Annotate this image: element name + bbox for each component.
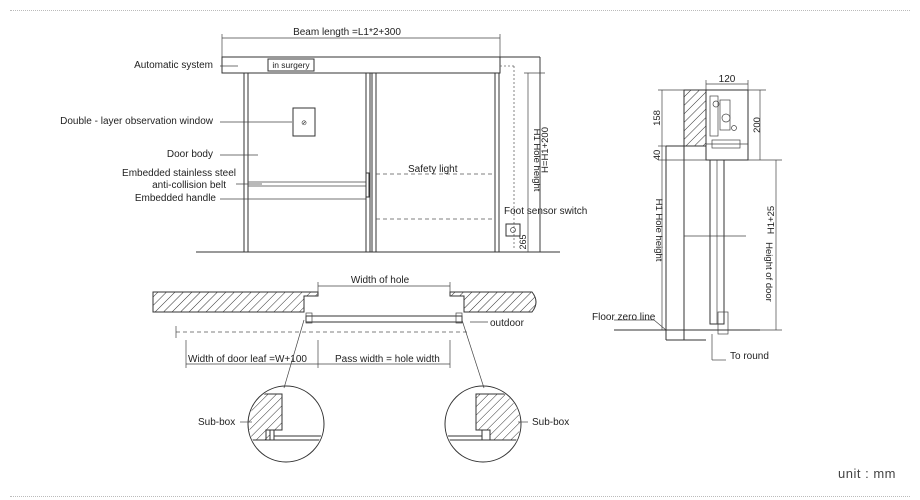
floor-zero-line-label: Floor zero line bbox=[592, 312, 656, 323]
hole-height-label: H1 Hole height bbox=[531, 129, 542, 192]
door-leaf-right bbox=[371, 72, 500, 253]
door-body-label: Door body bbox=[167, 149, 213, 160]
dim-200-label: 200 bbox=[752, 117, 763, 133]
bottom-border bbox=[10, 496, 910, 497]
front-elevation: Beam length =L1*2+300 in surgery ⊘ bbox=[60, 27, 587, 253]
h-total-label: H=H1+200 bbox=[540, 127, 551, 173]
door-leaf-plan bbox=[305, 315, 463, 323]
wall-header bbox=[683, 89, 707, 147]
embedded-steel-label-2: anti-collision belt bbox=[152, 180, 226, 191]
beam-length-label: Beam length =L1*2+300 bbox=[293, 27, 401, 38]
embedded-steel-label-1: Embedded stainless steel bbox=[122, 168, 236, 179]
side-hole-height-label: H1 Hole height bbox=[653, 199, 664, 262]
dim-158-label: 158 bbox=[652, 110, 663, 126]
in-surgery-sign bbox=[267, 58, 315, 72]
svg-text:⊘: ⊘ bbox=[301, 120, 307, 127]
door-leaf-left bbox=[243, 72, 371, 253]
outdoor-label: outdoor bbox=[490, 318, 525, 329]
unit-label: unit : mm bbox=[838, 466, 896, 481]
dim-40-label: 40 bbox=[652, 150, 663, 161]
side-section: 120 bbox=[592, 74, 782, 362]
width-of-hole-label: Width of hole bbox=[351, 275, 410, 286]
safety-light-label: Safety light bbox=[408, 164, 458, 175]
dim-265-label: 265 bbox=[518, 234, 528, 249]
side-h1-25-label: H1+25 bbox=[766, 206, 777, 234]
wall-left bbox=[152, 291, 319, 313]
plan-view: Width of hole outdoor Width of door leaf… bbox=[152, 275, 537, 389]
top-border bbox=[10, 10, 910, 11]
foot-sensor-label: Foot sensor switch bbox=[504, 206, 587, 217]
detail-left: Sub-box bbox=[198, 385, 325, 463]
door-leaf-width-label: Width of door leaf =W+100 bbox=[188, 354, 307, 365]
detail-right: Sub-box bbox=[444, 385, 569, 463]
embedded-handle bbox=[365, 172, 370, 198]
automatic-system-beam bbox=[221, 56, 501, 74]
detail-circle-right bbox=[444, 385, 522, 463]
sub-box-right-label: Sub-box bbox=[532, 417, 569, 428]
pass-width-label: Pass width = hole width bbox=[335, 354, 440, 365]
observation-window bbox=[292, 107, 316, 137]
foot-sensor-switch bbox=[505, 223, 521, 237]
detail-circle-left bbox=[247, 385, 325, 463]
side-height-of-door-label: Height of door bbox=[763, 242, 774, 302]
sub-box-left-label: Sub-box bbox=[198, 417, 235, 428]
embedded-handle-label: Embedded handle bbox=[135, 193, 217, 204]
in-surgery-label: in surgery bbox=[272, 60, 310, 70]
dim-120-label: 120 bbox=[719, 74, 736, 85]
to-round-label: To round bbox=[730, 351, 769, 362]
automatic-system-label: Automatic system bbox=[134, 60, 213, 71]
wall-right bbox=[449, 291, 537, 313]
operator-box bbox=[705, 89, 749, 161]
observation-window-label: Double - layer observation window bbox=[60, 116, 214, 127]
